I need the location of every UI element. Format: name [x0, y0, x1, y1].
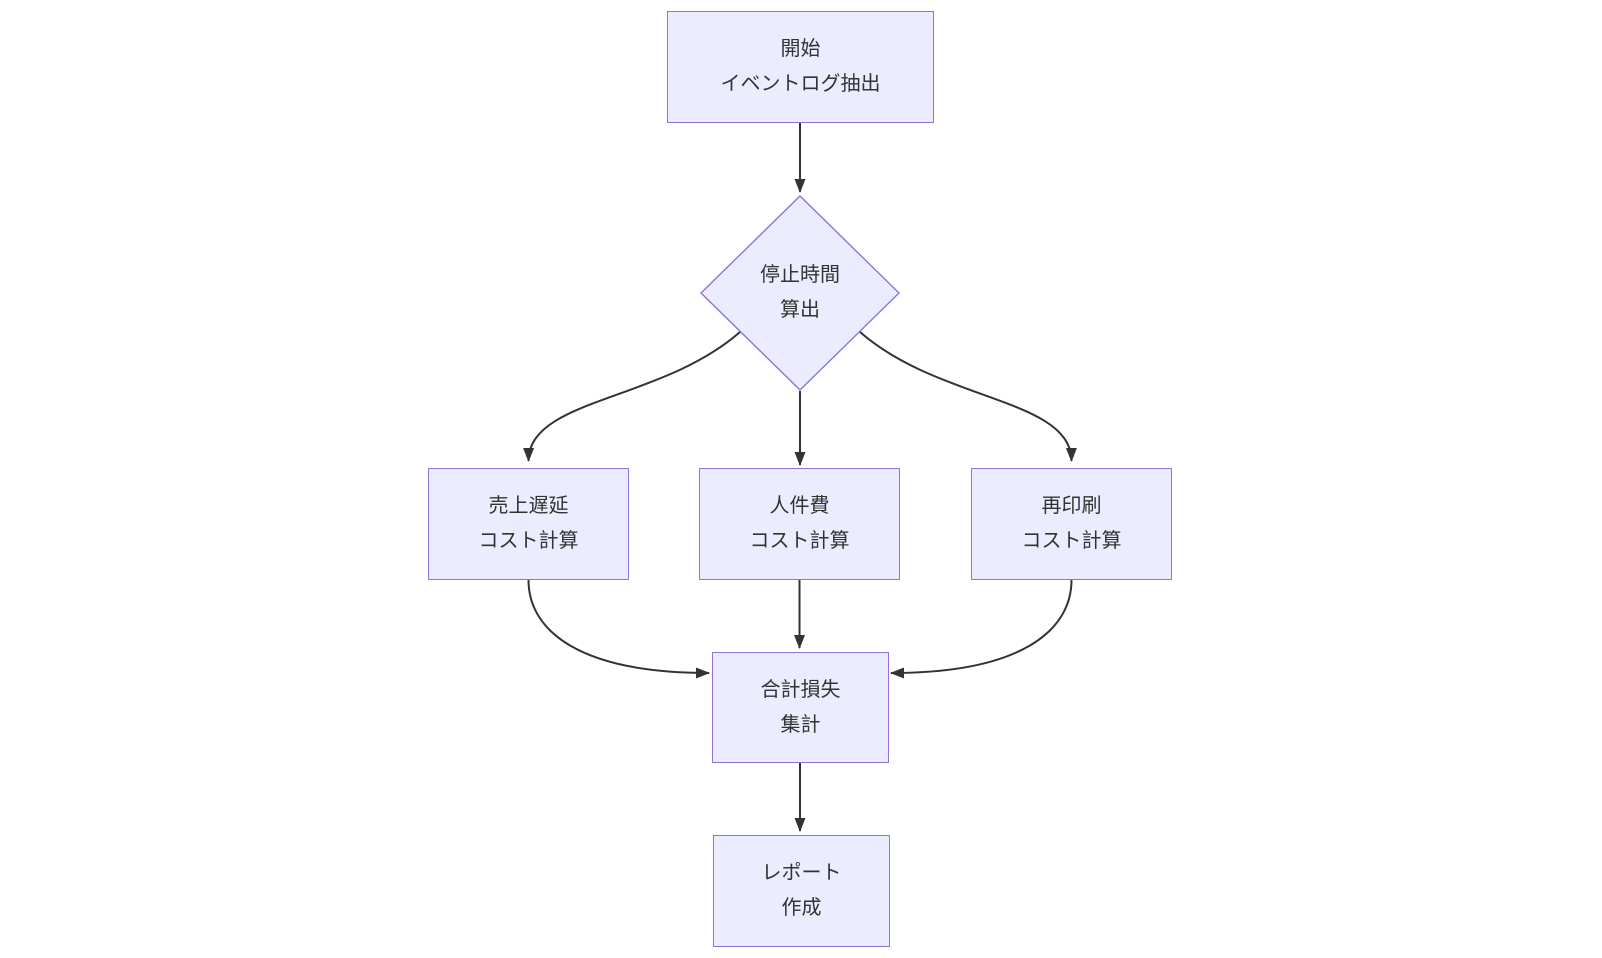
- node-reprint-cost: 再印刷 コスト計算: [971, 468, 1172, 580]
- node-decision-label-line1: 停止時間: [760, 264, 840, 286]
- node-start-label-line2: イベントログ抽出: [720, 73, 881, 95]
- node-report: レポート 作成: [713, 835, 890, 947]
- node-labor-cost: 人件費 コスト計算: [699, 468, 900, 580]
- node-reprint-label-line2: コスト計算: [1021, 530, 1122, 552]
- edge-sales-delay-to-total: [527, 579, 710, 679]
- node-start-label-line1: 開始: [780, 38, 821, 60]
- edge-reprint-to-total: [890, 579, 1073, 679]
- node-sales-delay-label-line2: コスト計算: [478, 530, 579, 552]
- node-sales-delay-label-line1: 売上遅延: [488, 495, 569, 517]
- node-decision-label-line2: 算出: [780, 299, 820, 321]
- node-labor-label-line2: コスト計算: [749, 530, 850, 552]
- node-decision: 停止時間 算出: [700, 195, 900, 391]
- decision-diamond-shape: [700, 195, 900, 391]
- node-total-loss: 合計損失 集計: [712, 652, 889, 763]
- node-report-label-line2: 作成: [781, 897, 822, 919]
- edge-decision-to-reprint: [859, 331, 1077, 462]
- node-sales-delay-cost: 売上遅延 コスト計算: [428, 468, 629, 580]
- node-start: 開始 イベントログ抽出: [667, 11, 934, 123]
- node-total-loss-label-line1: 合計損失: [760, 678, 841, 701]
- node-total-loss-label-line2: 集計: [780, 713, 821, 736]
- edge-decision-to-sales-delay: [523, 331, 741, 462]
- node-labor-label-line1: 人件費: [769, 495, 830, 517]
- node-reprint-label-line1: 再印刷: [1041, 495, 1102, 517]
- node-report-label-line1: レポート: [761, 862, 842, 884]
